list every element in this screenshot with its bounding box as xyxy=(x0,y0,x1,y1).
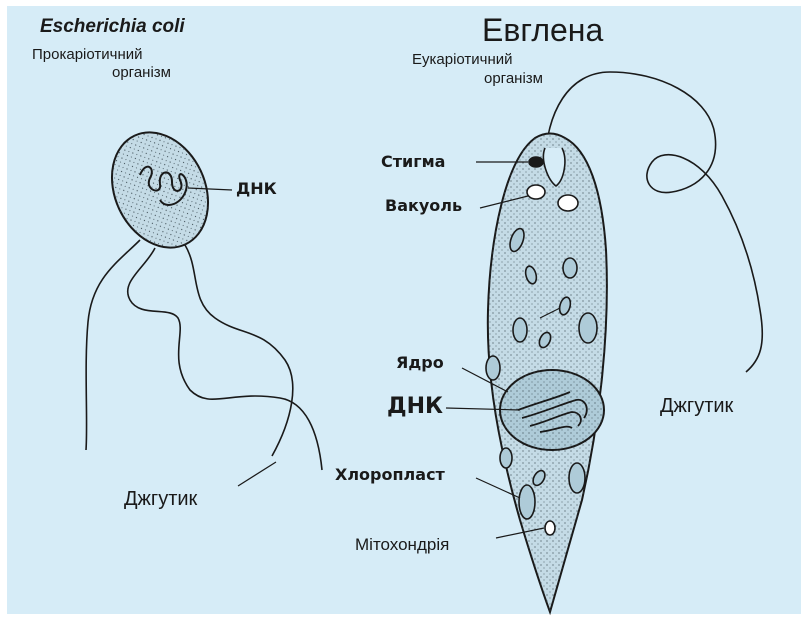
euglena-vacuole-2 xyxy=(558,195,578,211)
stigma-label: Стигма xyxy=(381,154,445,170)
euglena-stigma xyxy=(529,157,543,167)
ecoli-dna-label: ДНК xyxy=(236,181,277,197)
background-panel xyxy=(7,6,801,614)
euglena-type-line1: Еукаріотичний xyxy=(412,52,513,67)
euglena-title: Евглена xyxy=(482,14,603,46)
euglena-type-line2: організм xyxy=(484,71,543,86)
euglena-mitochondria xyxy=(545,521,555,535)
ecoli-title: Escherichia coli xyxy=(40,17,185,36)
mitochondria-label: Мітохондрія xyxy=(355,536,449,553)
chloroplast-label: Хлоропласт xyxy=(335,467,445,483)
ecoli-type-line2: організм xyxy=(112,65,171,80)
vacuole-label: Вакуоль xyxy=(385,198,462,214)
euglena-flagellum-label: Джгутик xyxy=(660,396,733,416)
ecoli-type-line1: Прокаріотичний xyxy=(32,47,143,62)
dna-label: ДНК xyxy=(387,396,443,418)
euglena-vacuole-1 xyxy=(527,185,545,199)
ecoli-flagellum-label: Джгутик xyxy=(124,489,197,509)
nucleus-label: Ядро xyxy=(396,355,444,371)
